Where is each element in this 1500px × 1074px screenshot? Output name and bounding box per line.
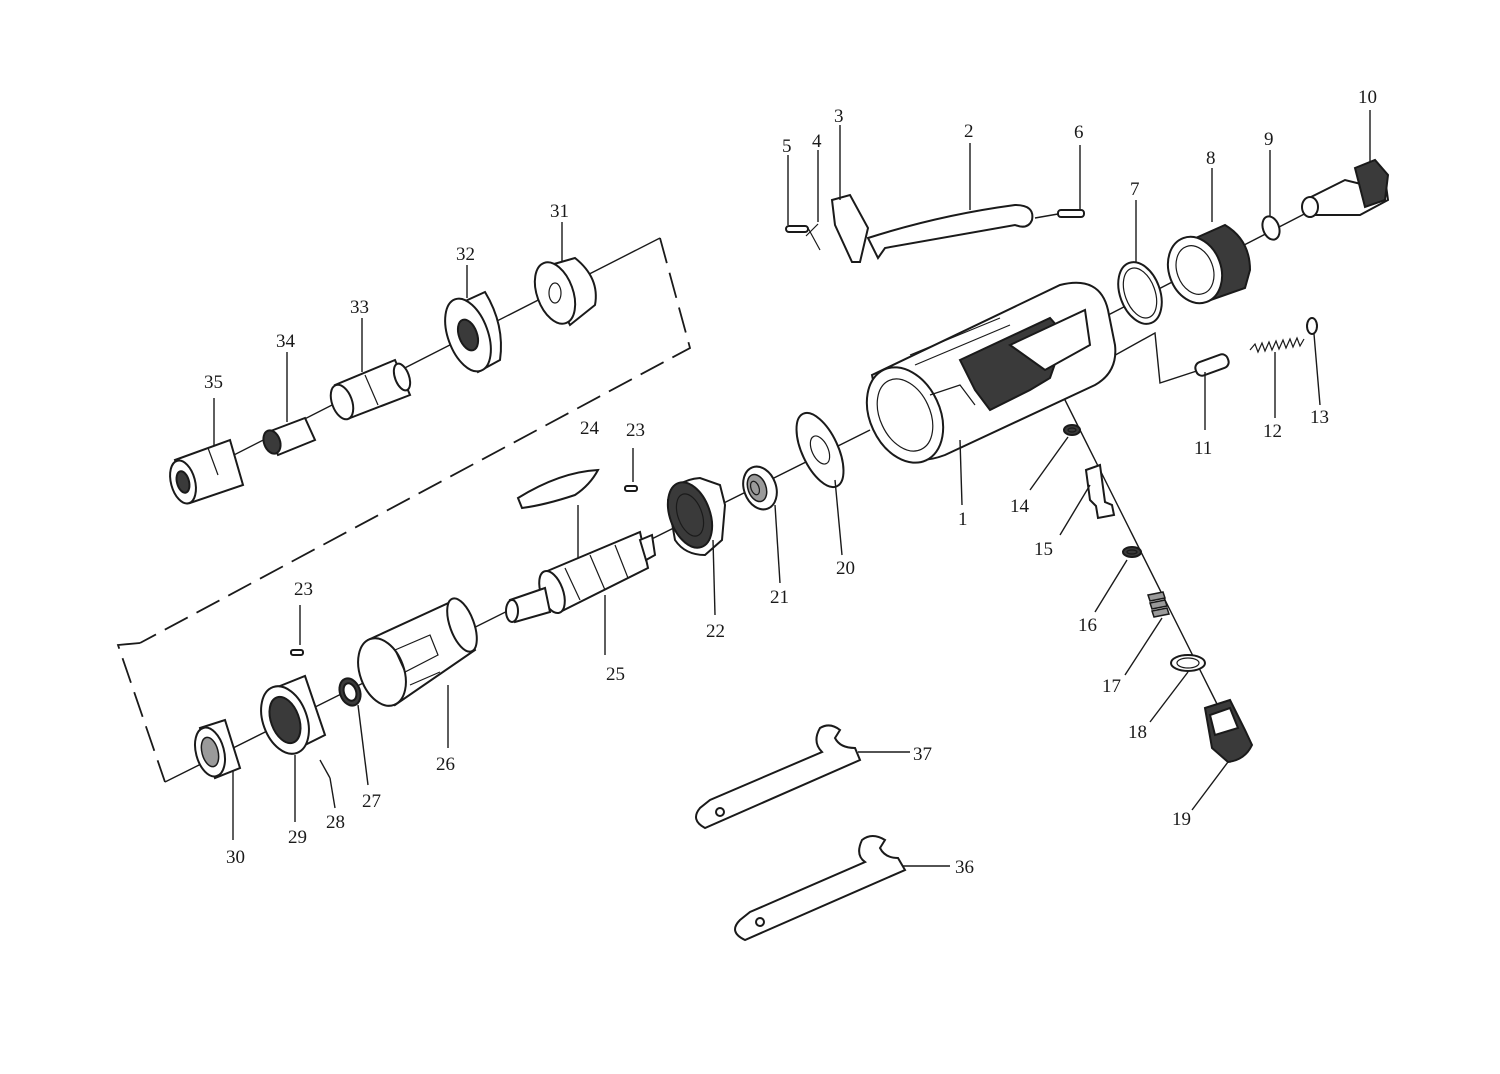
label-part-15: 15 — [1034, 539, 1053, 560]
label-part-27: 27 — [362, 791, 381, 812]
label-part-37: 37 — [913, 744, 932, 765]
label-part-23-lower: 23 — [294, 579, 313, 600]
part-16-o-ring — [1094, 546, 1142, 613]
label-part-10: 10 — [1358, 87, 1377, 108]
part-37-wrench — [695, 724, 910, 830]
label-part-36: 36 — [955, 857, 974, 878]
label-part-19: 19 — [1172, 809, 1191, 830]
label-part-7: 7 — [1130, 179, 1140, 200]
part-9-o-ring — [1261, 150, 1281, 241]
part-21-bearing — [742, 465, 781, 584]
part-15-valve — [1059, 463, 1116, 536]
label-part-9: 9 — [1264, 129, 1274, 150]
label-part-34: 34 — [276, 331, 296, 352]
label-part-23-upper: 23 — [626, 420, 645, 441]
part-22-front-plate — [666, 476, 727, 616]
part-5-pin — [785, 155, 809, 233]
axis-dashed-lower — [116, 642, 166, 783]
part-17-spring — [1124, 591, 1170, 676]
label-part-22: 22 — [706, 621, 725, 642]
part-10-air-inlet — [1301, 110, 1390, 218]
part-32-lock-nut — [444, 265, 502, 374]
label-part-13: 13 — [1310, 407, 1329, 428]
axis-valve-link — [1109, 331, 1216, 384]
part-3-clip — [830, 125, 870, 263]
part-2-lever — [866, 143, 1034, 260]
label-part-21: 21 — [770, 587, 789, 608]
part-34-collet — [262, 352, 317, 457]
label-part-30: 30 — [226, 847, 245, 868]
label-part-31: 31 — [550, 201, 569, 222]
part-14-o-ring — [1029, 424, 1081, 491]
part-11-valve-stem — [1194, 353, 1230, 430]
axis-dashed-link — [139, 237, 692, 644]
label-part-33: 33 — [350, 297, 369, 318]
part-labels: 1 2 3 4 5 6 7 8 9 10 11 12 13 14 15 16 1… — [204, 87, 1377, 878]
label-part-6: 6 — [1074, 122, 1084, 143]
label-part-25: 25 — [606, 664, 625, 685]
part-8-exhaust-cap — [1166, 168, 1252, 305]
label-part-2: 2 — [964, 121, 974, 142]
part-13-screw — [1306, 317, 1321, 406]
part-19-inlet-bushing — [1191, 698, 1254, 811]
part-24-vane — [516, 468, 600, 560]
part-29-bearing-housing — [260, 674, 327, 822]
label-part-35: 35 — [204, 372, 223, 393]
label-part-5: 5 — [782, 136, 792, 157]
part-26-cylinder — [357, 597, 478, 748]
part-27-spacer — [338, 677, 369, 786]
label-part-32: 32 — [456, 244, 475, 265]
label-part-8: 8 — [1206, 148, 1216, 169]
part-35-collet-nut — [169, 398, 245, 505]
part-20-end-plate — [795, 411, 845, 556]
label-part-3: 3 — [834, 106, 844, 127]
label-part-20: 20 — [836, 558, 855, 579]
label-part-12: 12 — [1263, 421, 1282, 442]
part-36-wrench — [734, 835, 950, 942]
label-part-16: 16 — [1078, 615, 1097, 636]
label-part-11: 11 — [1194, 438, 1212, 459]
part-30-bearing — [194, 718, 242, 840]
label-part-24: 24 — [580, 418, 600, 439]
part-1-housing — [865, 281, 1117, 506]
label-part-28: 28 — [326, 812, 345, 833]
part-18-washer — [1149, 654, 1206, 723]
part-4-spring-pin — [805, 150, 821, 251]
label-part-26: 26 — [436, 754, 455, 775]
label-part-14: 14 — [1010, 496, 1030, 517]
label-part-17: 17 — [1102, 676, 1121, 697]
part-23-pin-lower — [290, 605, 304, 656]
axis-inlet — [1059, 389, 1236, 741]
part-31-ring — [533, 222, 597, 327]
label-part-18: 18 — [1128, 722, 1147, 743]
part-28-pin — [319, 759, 336, 809]
part-23-pin-upper — [624, 448, 638, 492]
label-part-1: 1 — [958, 509, 968, 530]
part-6-pin — [1034, 145, 1085, 219]
label-part-4: 4 — [812, 131, 822, 152]
label-part-29: 29 — [288, 827, 307, 848]
part-7-o-ring — [1117, 200, 1163, 325]
part-33-spindle — [329, 318, 412, 421]
part-12-spring — [1249, 336, 1305, 418]
part-25-rotor — [505, 530, 657, 655]
